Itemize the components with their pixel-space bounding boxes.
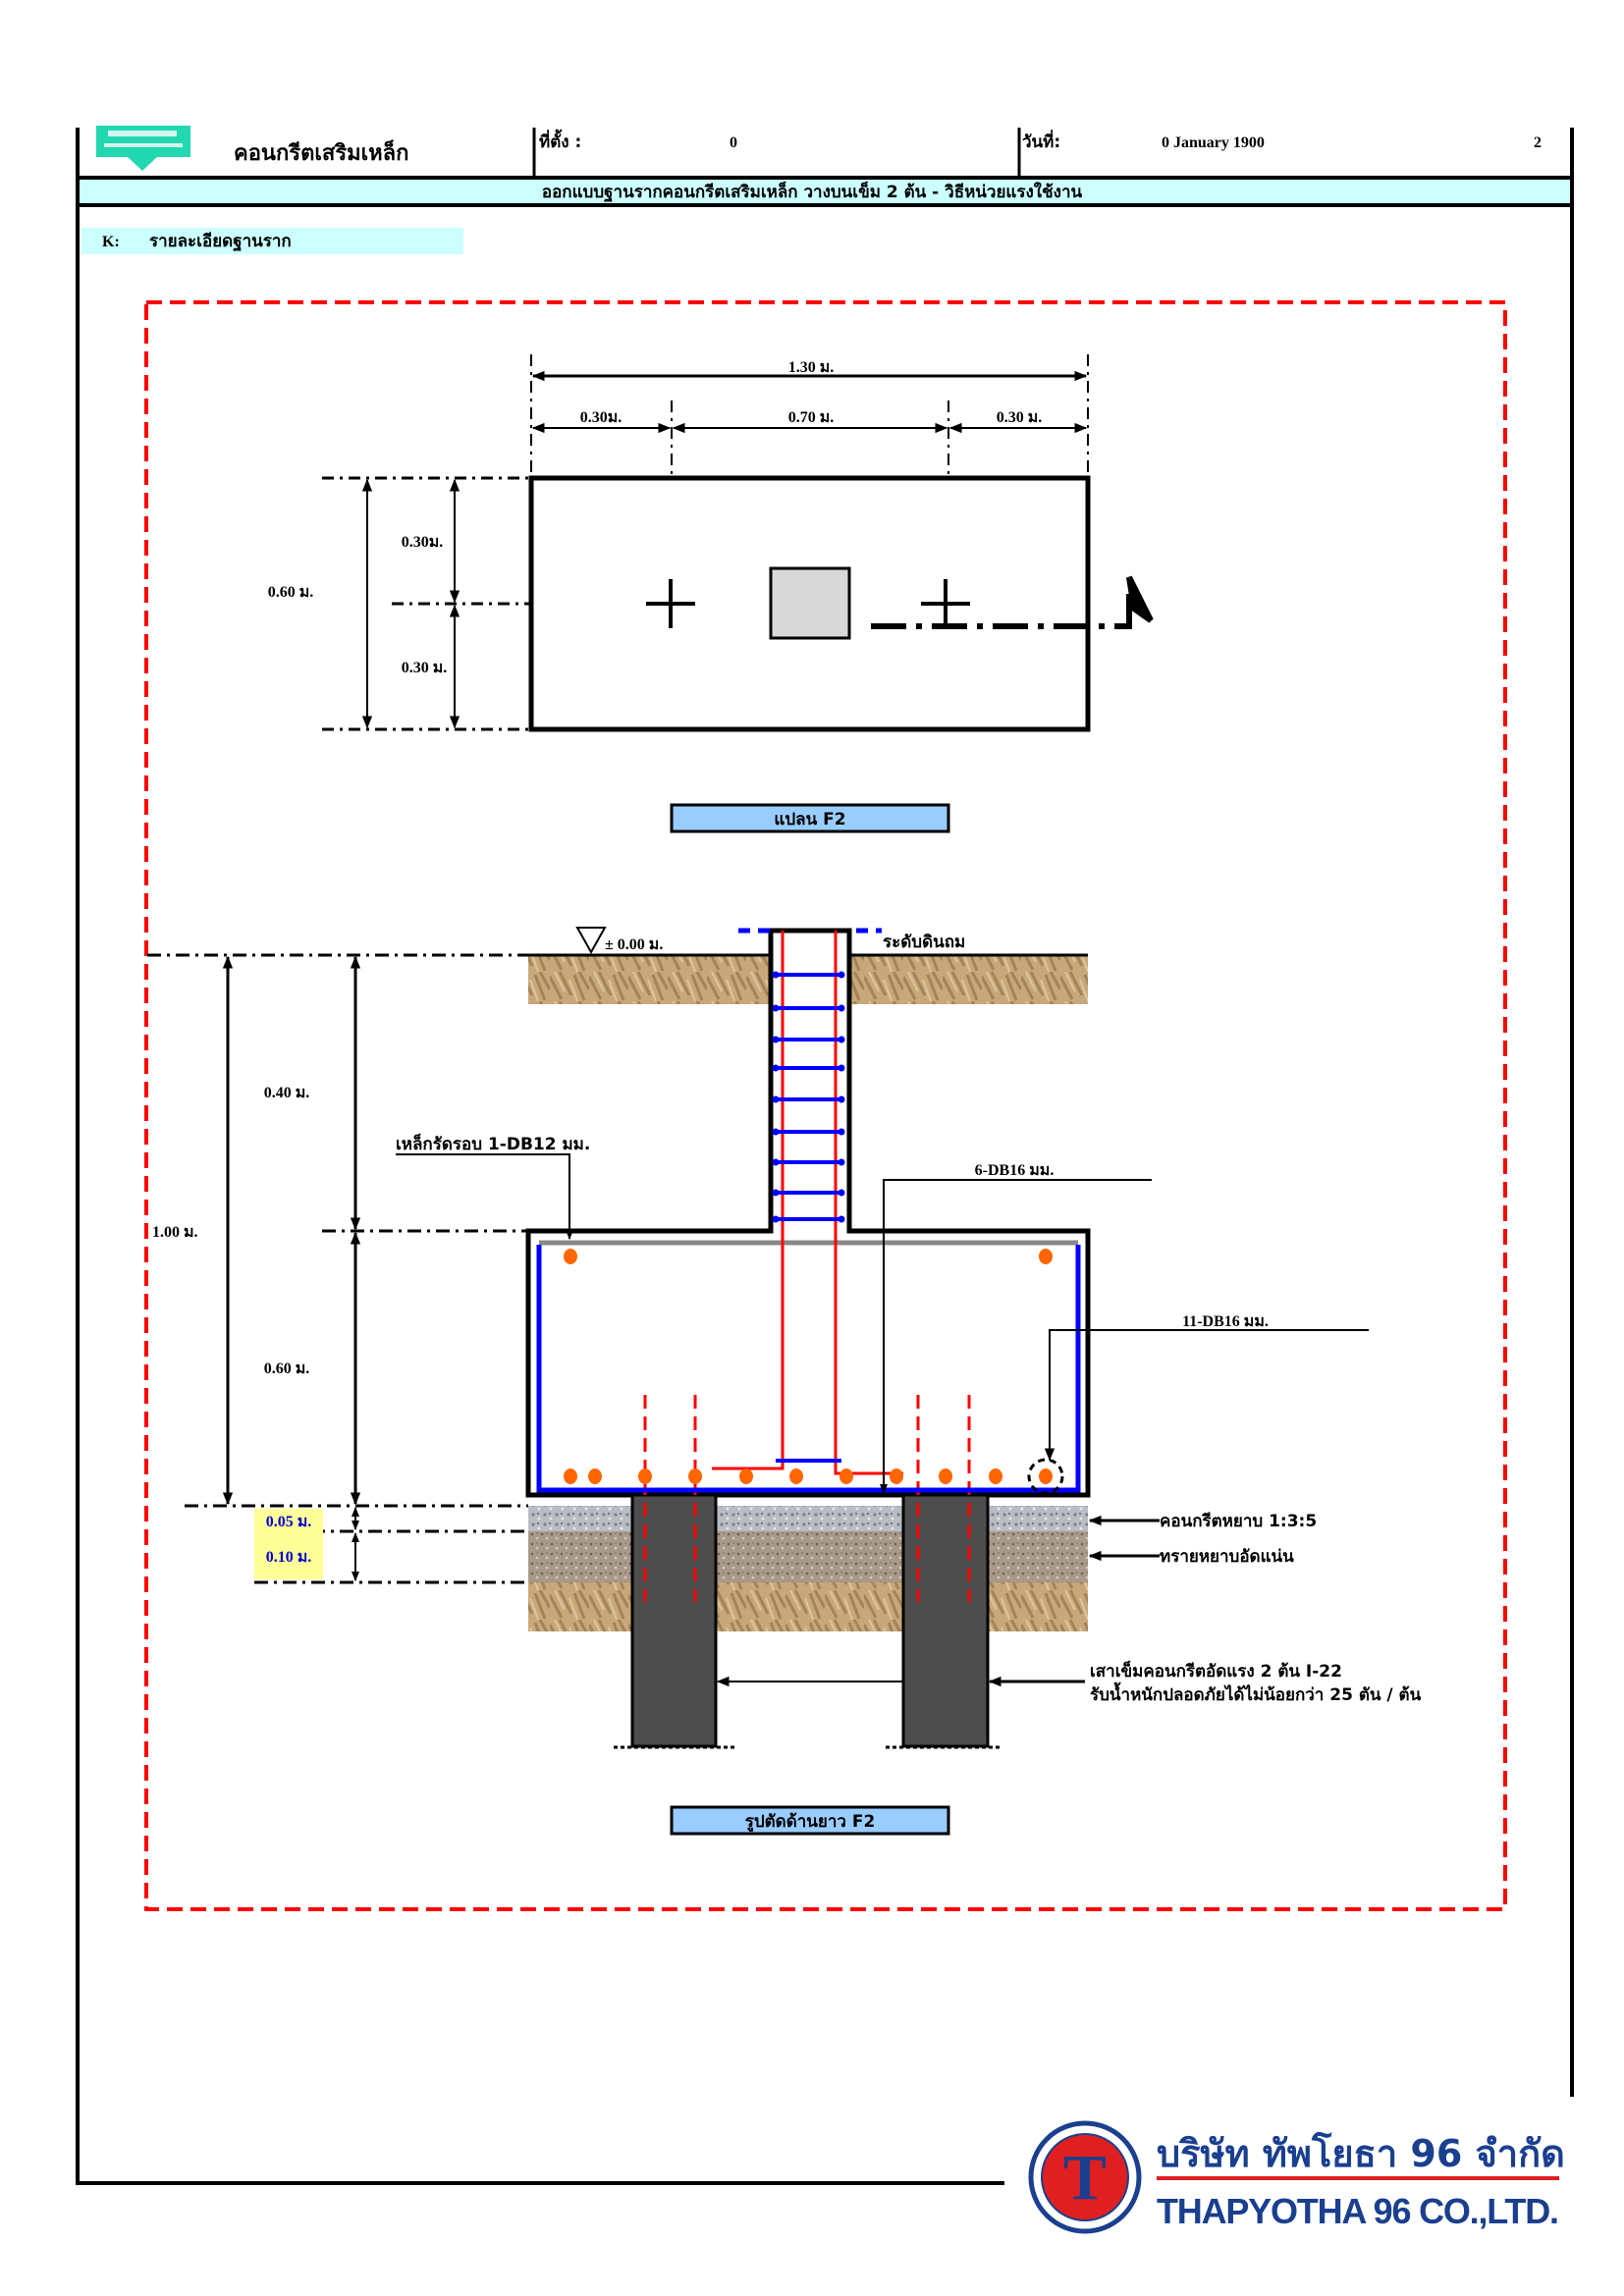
dim-column-height: 0.40 ม.: [264, 1085, 310, 1101]
drawing-frame: [144, 300, 1507, 1911]
column-bar-dot: [772, 1064, 780, 1072]
compacted-sand-layer: [528, 1531, 1088, 1582]
column-bar-dot: [838, 1064, 845, 1072]
pile-center-mark: [646, 579, 695, 628]
dim-total-width: 1.30 ม.: [788, 359, 835, 376]
rebar-dot: [739, 1468, 753, 1484]
dim-lean-thickness: 0.05 ม.: [266, 1514, 312, 1530]
ground-level-icon: [575, 927, 607, 955]
company-logo: T บริษัท ทัพโยธา 96 จำกัด THAPYOTHA 96 C…: [1021, 2110, 1581, 2248]
plan-view: 1.30 ม. 0.30ม. 0.70 ม. 0.30 ม. 0.60 ม. 0…: [268, 354, 1154, 833]
logo-monogram: T: [1063, 2142, 1107, 2214]
date-value: 0 January 1900: [1162, 134, 1265, 151]
dim-left-edge: 0.30ม.: [580, 409, 623, 426]
dim-right-edge: 0.30 ม.: [997, 409, 1043, 426]
section-caption-box: [670, 1805, 950, 1836]
stirrup-callout: เหล็กรัดรอบ 1-DB12 มม.: [396, 1132, 590, 1154]
column-bar-dot: [838, 1004, 845, 1012]
ground-level-text: ± 0.00 ม.: [605, 936, 663, 953]
rebar-dot: [1039, 1249, 1053, 1264]
rebar-dot: [789, 1468, 803, 1484]
bar-callout-circle: [1027, 1458, 1064, 1495]
column-bars-callout: 6-DB16 มม.: [975, 1162, 1055, 1179]
dim-total-depth: 0.60 ม.: [268, 584, 314, 601]
rebar-dot: [1039, 1468, 1053, 1484]
column-bar-dot: [772, 1095, 780, 1103]
column-bar-dot: [772, 1158, 780, 1166]
company-name-thai: บริษัท ทัพโยธา 96 จำกัด: [1157, 2131, 1565, 2175]
column-ties: [772, 971, 845, 1223]
pile-reinforcement-lines: [643, 1395, 971, 1602]
column: [769, 566, 851, 640]
rebar-dot: [939, 1468, 952, 1484]
title-banner: [76, 176, 1574, 207]
natural-soil-layer: [528, 1582, 1088, 1631]
section-caption: รูปตัดด้านยาว F2: [745, 1812, 876, 1833]
section-view: ± 0.00 ม. ระดับดินถม 1.00 ม. 0.40 ม. 0.6…: [147, 927, 1422, 1836]
rebar-dot: [638, 1468, 652, 1484]
column-bar-dot: [838, 971, 845, 979]
pile-callout-line1: เสาเข็มคอนกรีตอัดแรง 2 ต้น I-22: [1090, 1659, 1342, 1682]
fill-soil-left: [528, 955, 771, 1004]
column-bar-dot: [838, 1158, 845, 1166]
column-bar-right: [834, 931, 903, 1475]
dim-sand-thickness: 0.10 ม.: [266, 1549, 312, 1566]
rebar-dot: [588, 1468, 602, 1484]
layer-dim-highlight: [254, 1509, 323, 1579]
dim-top-half: 0.30ม.: [402, 534, 444, 551]
rebar-dot: [564, 1468, 577, 1484]
plan-caption: แปลน F2: [774, 810, 845, 829]
column-bar-dot: [772, 1215, 780, 1223]
sand-callout: ทรายหยาบอัดแน่น: [1160, 1547, 1294, 1567]
column-bar-dot: [838, 1215, 845, 1223]
dim-bottom-half: 0.30 ม.: [402, 660, 448, 676]
section-arrow-icon: [1126, 575, 1154, 629]
dim-footing-thickness: 0.60 ม.: [264, 1361, 310, 1377]
column-bar-dot: [772, 1128, 780, 1136]
company-name-english: THAPYOTHA 96 CO.,LTD.: [1157, 2191, 1559, 2231]
plan-caption-box: [670, 803, 950, 833]
column-bar-dot: [838, 1189, 845, 1197]
bottom-bars-callout: 11-DB16 มม.: [1182, 1313, 1269, 1330]
column-bar-dot: [838, 1036, 845, 1043]
pile-right: [901, 1493, 990, 1748]
location-value: 0: [730, 134, 737, 151]
header-logo-icon: [96, 126, 190, 171]
rebar-dot: [688, 1468, 702, 1484]
column-bar-dot: [772, 1189, 780, 1197]
section-tag: [81, 228, 463, 254]
column-bar-dot: [772, 1004, 780, 1012]
rebar-dot: [564, 1249, 577, 1264]
column-bar-left: [712, 931, 785, 1470]
dim-total-height: 1.00 ม.: [152, 1224, 198, 1241]
footing-section-outline: [525, 928, 1091, 1498]
lean-concrete-callout: คอนกรีตหยาบ 1:3:5: [1160, 1511, 1317, 1531]
dim-pile-spacing: 0.70 ม.: [788, 409, 835, 426]
rebar-dot: [989, 1468, 1002, 1484]
footing-stirrup: [536, 1245, 1081, 1493]
date-label: วันที่:: [1022, 130, 1060, 152]
header-title: คอนกรีตเสริมเหล็ก: [234, 138, 408, 166]
section-tag-code: K:: [102, 234, 120, 250]
column-bar-dot: [772, 1036, 780, 1043]
footing-bars: [564, 1249, 1053, 1484]
lean-concrete-layer: [528, 1506, 1088, 1531]
location-label: ที่ตั้ง :: [539, 129, 581, 152]
fill-soil-right: [849, 955, 1088, 1004]
column-bar-dot: [772, 971, 780, 979]
fill-level-label: ระดับดินถม: [883, 933, 965, 952]
page-header: คอนกรีตเสริมเหล็ก ที่ตั้ง : 0 วันที่: 0 …: [76, 126, 1574, 2185]
rebar-dot: [890, 1468, 903, 1484]
section-tag-label: รายละเอียดฐานราก: [149, 231, 292, 252]
pile-callout-line2: รับน้ำหนักปลอดภัยได้ไม่น้อยกว่า 25 ตัน /…: [1090, 1682, 1422, 1705]
pile-center-mark: [921, 579, 970, 628]
rebar-dot: [839, 1468, 853, 1484]
column-bar-dot: [838, 1128, 845, 1136]
column-bar-dot: [838, 1095, 845, 1103]
page-number: 2: [1534, 134, 1542, 151]
banner-text: ออกแบบฐานรากคอนกรีตเสริมเหล็ก วางบนเข็ม …: [542, 180, 1083, 203]
